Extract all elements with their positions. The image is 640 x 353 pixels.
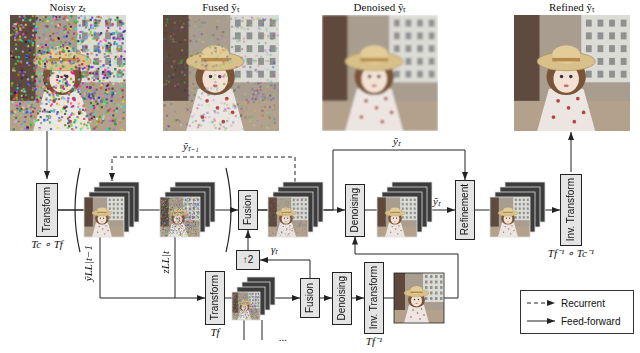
image-title: Fused ỹₜ xyxy=(201,1,241,14)
box-label: Inv. Transform xyxy=(565,178,577,241)
drawing-use xyxy=(84,197,124,237)
connector-arrow xyxy=(320,298,332,299)
signal-label: ỹₜ₋₁ xyxy=(182,140,200,153)
drawing-g xyxy=(84,182,545,320)
drawing-use xyxy=(268,197,308,237)
drawing-rect xyxy=(160,197,200,237)
process-box: Denoising xyxy=(345,184,365,237)
box-label: ↑2 xyxy=(243,254,254,266)
operator-label: Tf xyxy=(210,326,219,339)
process-box: TransformTc ∘ Tf xyxy=(36,183,58,237)
process-box: Refinement xyxy=(455,180,475,240)
drawing-use xyxy=(322,15,438,131)
legend-text: Recurrent xyxy=(561,298,605,309)
legend-row: Recurrent xyxy=(526,294,628,312)
box-label: Denoising xyxy=(336,276,348,320)
drawing-use xyxy=(514,15,630,131)
process-box: Fusion xyxy=(300,278,320,318)
drawing-use xyxy=(490,197,530,237)
box-label: Inv. Transform xyxy=(368,266,380,329)
legend-line xyxy=(527,321,555,322)
operator-label: Tf⁻¹ ∘ Tc⁻¹ xyxy=(548,247,594,260)
legend-line xyxy=(527,303,555,304)
legend: RecurrentFeed-forward xyxy=(520,290,634,334)
process-box: Inv. TransformTf⁻¹ ∘ Tc⁻¹ xyxy=(560,174,582,246)
box-label: Fusion xyxy=(304,283,316,313)
legend-row: Feed-forward xyxy=(526,312,628,330)
connector-arrow xyxy=(352,298,364,299)
signal-label: zLL|t xyxy=(159,250,172,275)
drawing-rect xyxy=(232,292,260,320)
legend-text: Feed-forward xyxy=(561,316,620,327)
drawing-path xyxy=(75,168,80,252)
box-label: Transform xyxy=(41,187,53,232)
drawing-path xyxy=(112,157,295,182)
operator-label: Tf⁻¹ xyxy=(366,335,382,348)
legend-sample xyxy=(526,298,556,308)
connector-arrow xyxy=(248,230,249,250)
drawing-path xyxy=(175,236,176,298)
box-label: Transform xyxy=(209,275,221,320)
signal-label: ... xyxy=(278,331,288,344)
box-label: Fusion xyxy=(242,195,254,225)
drawing-rect xyxy=(268,197,308,237)
drawing-path xyxy=(571,132,572,172)
edge-label: γₜ xyxy=(270,243,279,256)
edge-label: ỹₜ xyxy=(432,195,442,208)
drawing-use xyxy=(232,292,260,320)
image-title: Refined ŷₜ xyxy=(548,1,596,14)
drawing-rect xyxy=(394,273,444,323)
drawing-use xyxy=(10,15,126,131)
drawing-use xyxy=(377,197,417,237)
process-box: TransformTf xyxy=(205,271,225,325)
drawing-use xyxy=(163,15,279,131)
upsample-box: ↑2 xyxy=(236,250,260,270)
box-label: Refinement xyxy=(459,184,471,235)
drawing-rect xyxy=(377,197,417,237)
process-box: Fusion xyxy=(238,190,258,230)
process-box: Inv. TransformTf⁻¹ xyxy=(364,262,384,334)
process-box: Denoising xyxy=(332,272,352,325)
edge-label: ỹₜ xyxy=(392,135,402,148)
operator-label: Tc ∘ Tf xyxy=(31,238,63,251)
image-title: Noisy zₜ xyxy=(49,1,88,14)
connector-arrow xyxy=(260,260,310,278)
drawing-path xyxy=(47,131,48,179)
drawing-path xyxy=(244,320,262,340)
drawing-rect xyxy=(490,197,530,237)
signal-label: ỹLL|t−1 xyxy=(82,244,95,282)
legend-sample xyxy=(526,316,556,326)
drawing-use xyxy=(160,197,200,237)
box-label: Denoising xyxy=(349,188,361,232)
image-title: Denoised ỹₜ xyxy=(353,1,408,14)
drawing-path xyxy=(226,168,231,252)
drawing-use xyxy=(394,273,444,323)
drawing-rect xyxy=(84,197,124,237)
